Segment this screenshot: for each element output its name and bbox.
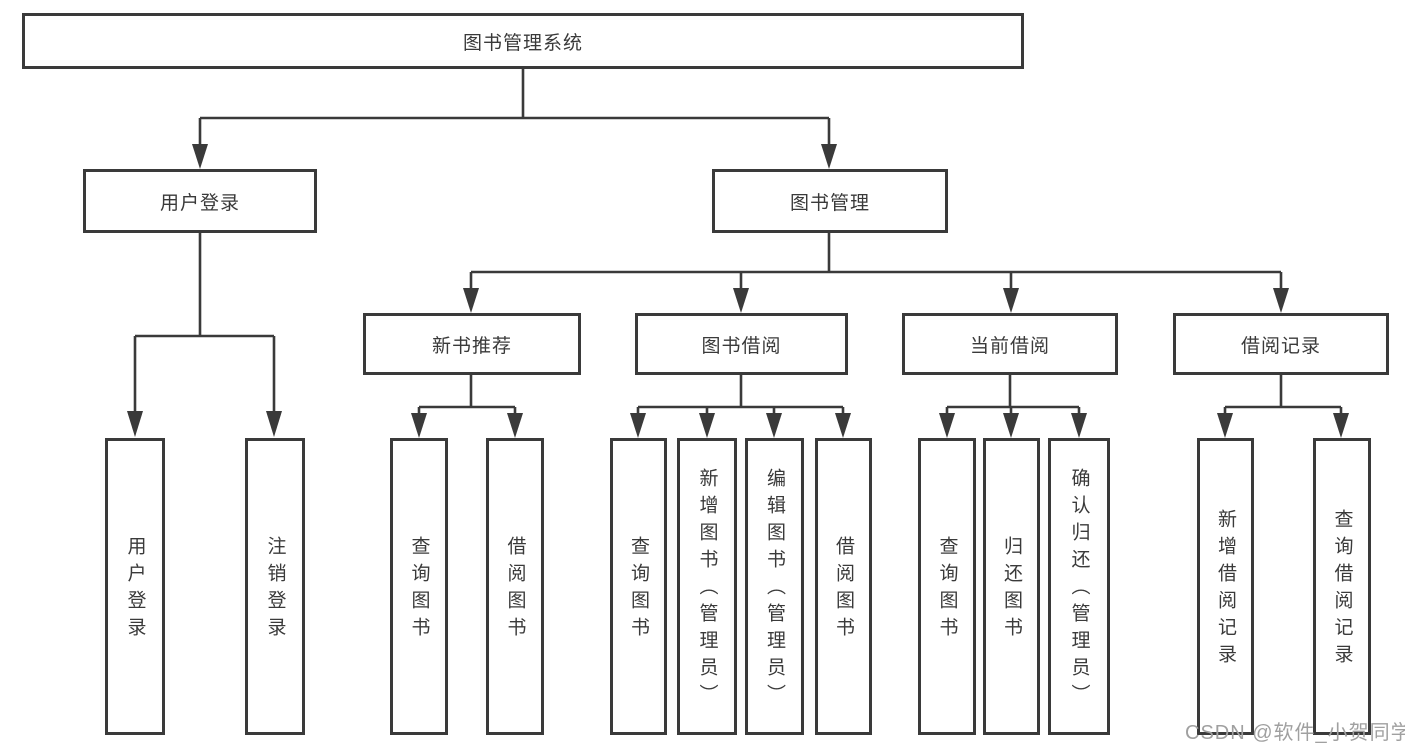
node-current-borrow: 当前借阅 xyxy=(902,313,1118,375)
node-borrow-records: 借阅记录 xyxy=(1173,313,1389,375)
leaf-query-borrow-record: 查询借阅记录 xyxy=(1313,438,1371,735)
csdn-watermark: CSDN @软件_小贺同学 xyxy=(1185,722,1405,744)
leaf-add-book-admin: 新增图书（管理员） xyxy=(677,438,737,735)
connector-root-to-level2 xyxy=(198,69,831,146)
leaf-query-books-3: 查询图书 xyxy=(918,438,976,735)
leaf-user-login: 用户登录 xyxy=(105,438,165,735)
leaf-return-book: 归还图书 xyxy=(983,438,1040,735)
leaf-query-books-1: 查询图书 xyxy=(390,438,448,735)
leaf-borrow-books-2: 借阅图书 xyxy=(815,438,872,735)
leaf-logout: 注销登录 xyxy=(245,438,305,735)
connector-records-to-leaves xyxy=(1223,375,1343,416)
node-book-borrow: 图书借阅 xyxy=(635,313,848,375)
node-book-management: 图书管理 xyxy=(712,169,948,233)
connector-borrow-to-leaves xyxy=(636,375,845,416)
node-new-book-recommend: 新书推荐 xyxy=(363,313,581,375)
leaf-add-borrow-record: 新增借阅记录 xyxy=(1197,438,1254,735)
connector-current-to-leaves xyxy=(945,375,1081,416)
leaf-query-books-2: 查询图书 xyxy=(610,438,667,735)
arrowheads xyxy=(127,144,1349,438)
connector-bookmgmt-to-level3 xyxy=(469,233,1283,290)
leaf-borrow-books-1: 借阅图书 xyxy=(486,438,544,735)
leaf-edit-book-admin: 编辑图书（管理员） xyxy=(745,438,804,735)
leaf-confirm-return-admin: 确认归还（管理员） xyxy=(1048,438,1110,735)
node-root: 图书管理系统 xyxy=(22,13,1024,69)
connector-newbooks-to-leaves xyxy=(417,375,517,416)
connector-login-to-leaves xyxy=(133,233,276,413)
node-user-login: 用户登录 xyxy=(83,169,317,233)
